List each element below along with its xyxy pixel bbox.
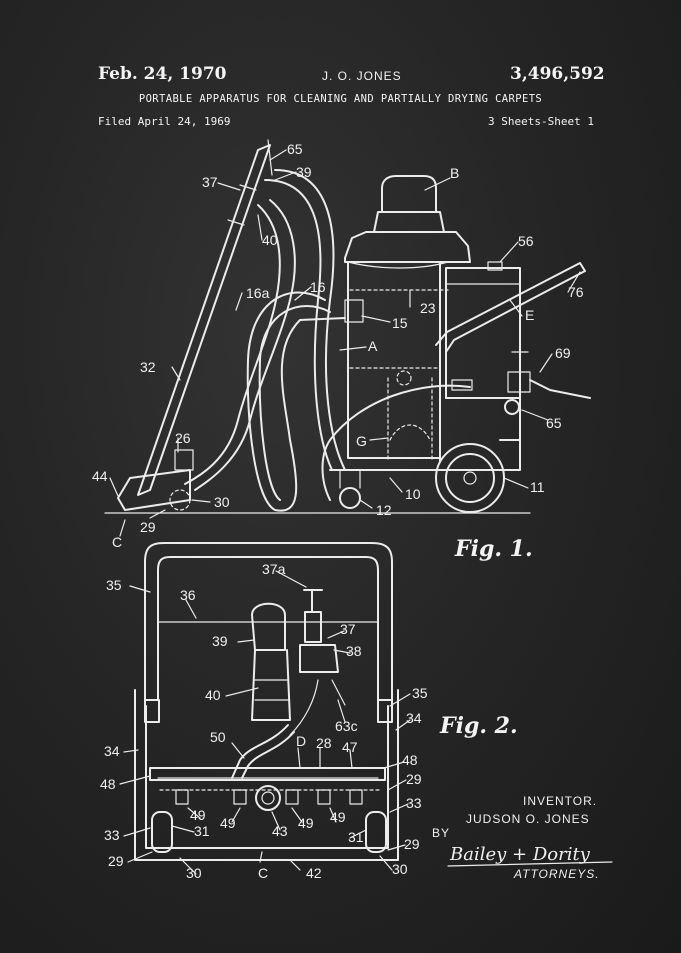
ref-48-left: 48	[100, 776, 116, 792]
fig1-drawing	[104, 139, 591, 537]
fig2-drawing	[119, 542, 411, 875]
attorney-signature: Bailey + Dority	[449, 844, 591, 865]
ref-D: D	[296, 733, 306, 749]
ref-15: 15	[392, 315, 408, 331]
patent-title: PORTABLE APPARATUS FOR CLEANING AND PART…	[138, 93, 543, 105]
ref-35-lower: 35	[412, 685, 428, 701]
ref-37a: 37a	[262, 561, 286, 577]
inventor-header: J. O. JONES	[322, 69, 402, 83]
filed-date: Filed April 24, 1969	[98, 115, 231, 128]
ref-29-right-upper: 29	[406, 771, 422, 787]
ref-47: 47	[342, 739, 358, 755]
ref-G: G	[356, 433, 367, 449]
ref-44: 44	[92, 468, 108, 484]
ref-30: 30	[214, 494, 230, 510]
sheet-count: 3 Sheets-Sheet 1	[488, 115, 594, 128]
ref-63c: 63c	[335, 718, 358, 734]
ref-A: A	[368, 338, 378, 354]
ref-23: 23	[420, 300, 436, 316]
ref-50: 50	[210, 729, 226, 745]
ref-26: 26	[175, 430, 191, 446]
ref-39-fig2: 39	[212, 633, 228, 649]
ref-16: 16	[310, 279, 326, 295]
ref-16a: 16a	[246, 285, 270, 301]
ref-30-right: 30	[392, 861, 408, 877]
ref-C: C	[112, 534, 122, 550]
ref-33-left: 33	[104, 827, 120, 843]
patent-number: 3,496,592	[510, 64, 605, 84]
ref-56: 56	[518, 233, 534, 249]
ref-32: 32	[140, 359, 156, 375]
ref-37: 37	[202, 174, 218, 190]
ref-40: 40	[262, 232, 278, 248]
ref-30-left: 30	[186, 865, 202, 881]
ref-39: 39	[296, 164, 312, 180]
ref-40-fig2: 40	[205, 687, 221, 703]
ref-65-top: 65	[287, 141, 303, 157]
patent-date: Feb. 24, 1970	[98, 64, 227, 84]
fig1-caption: Fig. 1.	[454, 536, 533, 562]
signature-block: INVENTOR. JUDSON O. JONES BY Bailey + Do…	[432, 794, 613, 881]
ref-48-right: 48	[402, 752, 418, 768]
inventor-name: JUDSON O. JONES	[466, 812, 590, 826]
ref-76: 76	[568, 284, 584, 300]
ref-34-left: 34	[104, 743, 120, 759]
attorneys-label: ATTORNEYS.	[513, 867, 600, 881]
ref-10: 10	[405, 486, 421, 502]
ref-11: 11	[530, 479, 545, 495]
inventor-heading: INVENTOR.	[523, 794, 597, 808]
ref-29-left: 29	[108, 853, 124, 869]
ref-12: 12	[376, 502, 392, 518]
ref-49-b: 49	[220, 815, 236, 831]
ref-29-right-lower: 29	[404, 836, 420, 852]
ref-65-side: 65	[546, 415, 562, 431]
ref-28: 28	[316, 735, 332, 751]
ref-E: E	[525, 307, 534, 323]
ref-49-a: 49	[190, 807, 206, 823]
ref-42: 42	[306, 865, 322, 881]
fig2-caption: Fig. 2.	[439, 713, 518, 739]
fig1-reference-numerals: 65 39 37 40 16a 16 32 B 56 76 23 15 A E …	[92, 141, 584, 550]
ref-38: 38	[346, 643, 362, 659]
ref-29: 29	[140, 519, 156, 535]
ref-35-upper: 35	[106, 577, 122, 593]
ref-B: B	[450, 165, 459, 181]
ref-49-d: 49	[330, 809, 346, 825]
ref-69: 69	[555, 345, 571, 361]
fig2-reference-numerals: 35 36 37a 39 37 38 40 63c 35 34 34 50 D …	[100, 561, 428, 881]
by-label: BY	[432, 826, 450, 840]
ref-37-fig2: 37	[340, 621, 356, 637]
ref-31-right: 31	[348, 829, 364, 845]
ref-43: 43	[272, 823, 288, 839]
ref-36: 36	[180, 587, 196, 603]
ref-34-right: 34	[406, 710, 422, 726]
ref-33-right: 33	[406, 795, 422, 811]
ref-C-fig2: C	[258, 865, 268, 881]
ref-49-c: 49	[298, 815, 314, 831]
ref-31-left: 31	[194, 823, 210, 839]
